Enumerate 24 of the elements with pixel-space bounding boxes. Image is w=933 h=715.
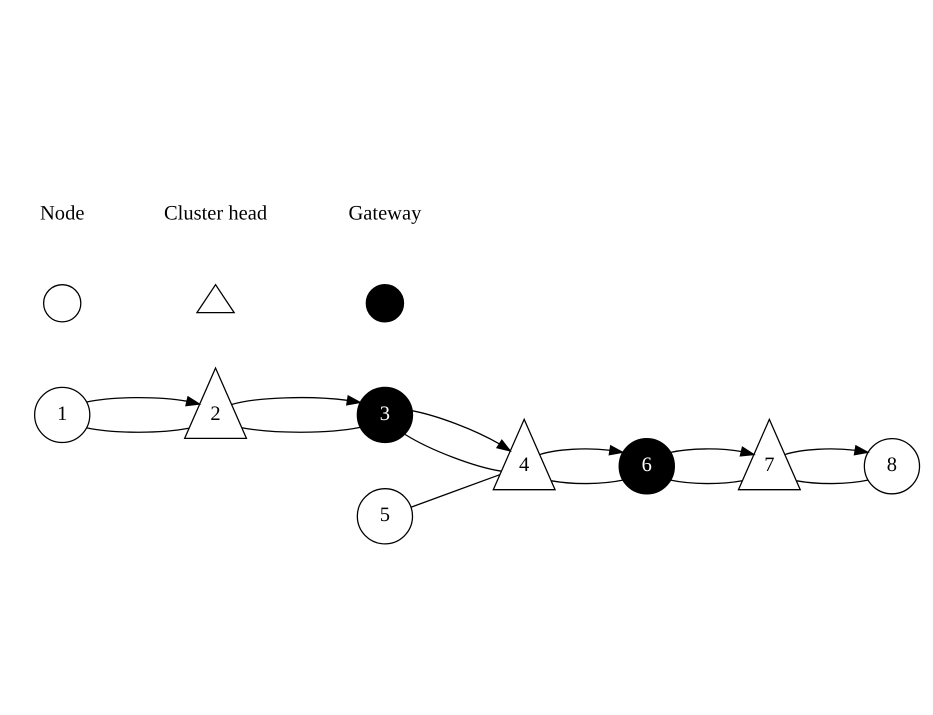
node-circle xyxy=(42,284,82,323)
node-circle: 3 xyxy=(356,386,414,444)
connector xyxy=(404,434,502,472)
node-triangle xyxy=(196,284,236,314)
arrow xyxy=(412,410,512,452)
connector xyxy=(411,474,500,508)
node-circle: 6 xyxy=(618,438,675,494)
connector xyxy=(551,480,623,484)
arrow xyxy=(231,394,362,406)
legend-label: Cluster head xyxy=(164,202,268,225)
node-circle: 5 xyxy=(356,488,414,545)
arrow xyxy=(540,444,625,456)
node-circle: 8 xyxy=(864,438,920,494)
arrow xyxy=(670,446,756,457)
arrow xyxy=(86,396,202,406)
connector xyxy=(796,480,868,484)
legend-label: Node xyxy=(40,202,84,225)
connector xyxy=(86,427,189,433)
connector xyxy=(242,426,360,433)
legend-label: Gateway xyxy=(348,202,422,225)
node-circle xyxy=(366,284,404,323)
connector xyxy=(670,480,742,484)
node-circle: 1 xyxy=(34,386,90,444)
arrow xyxy=(784,444,870,456)
